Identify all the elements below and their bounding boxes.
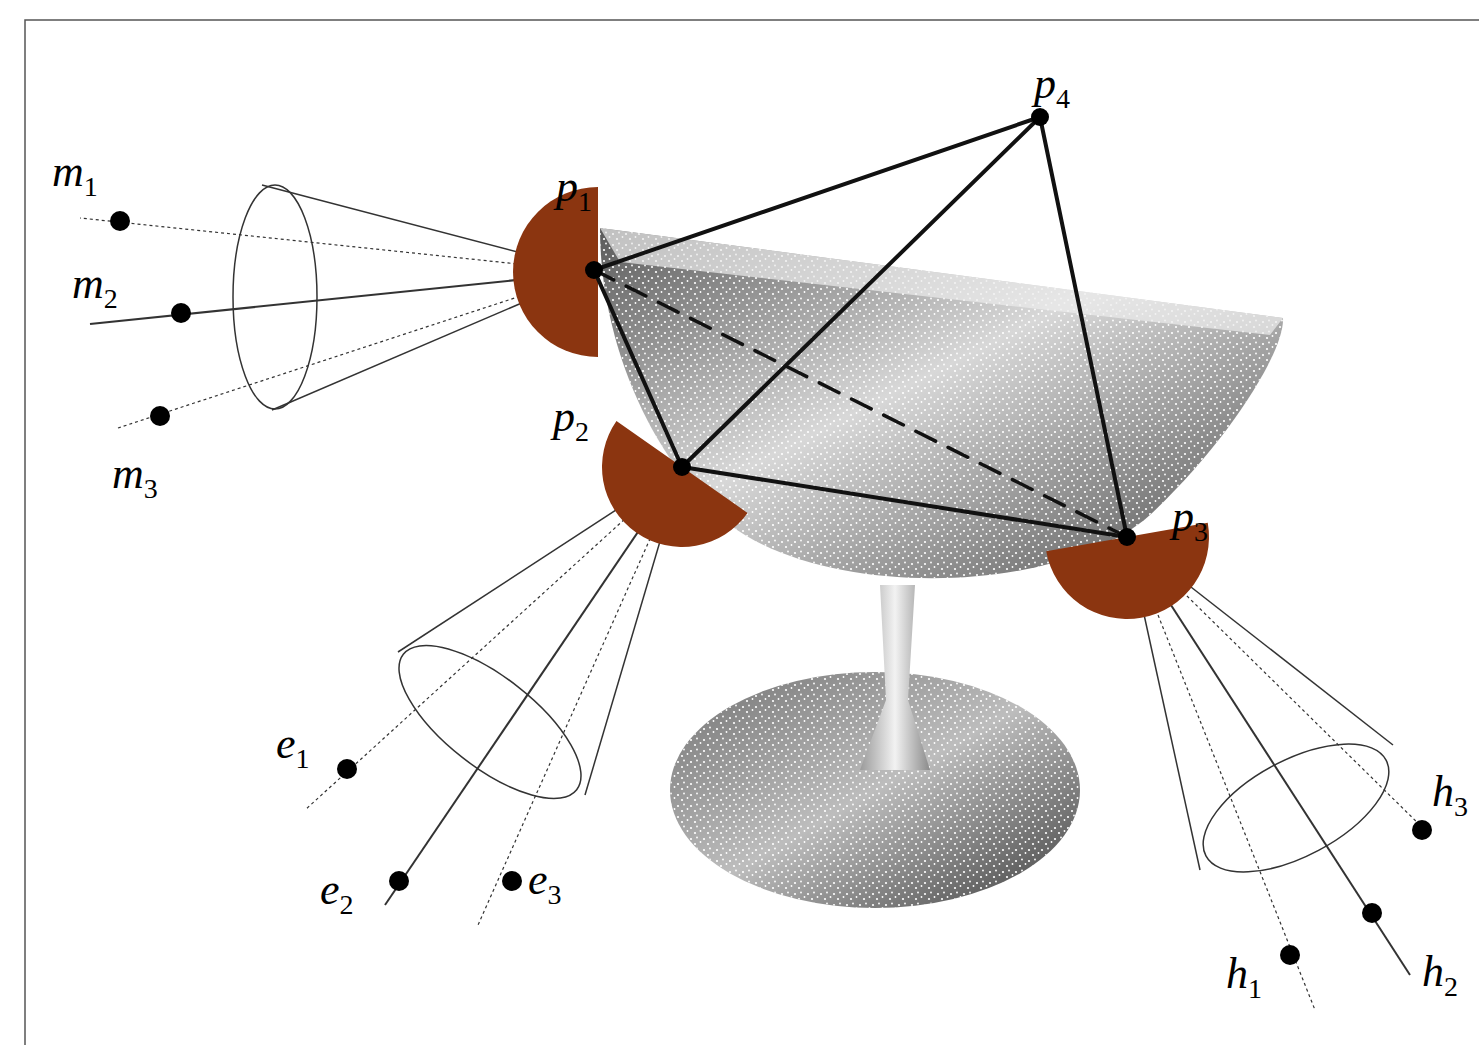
point-label: p3	[1172, 495, 1208, 539]
point-label: m3	[112, 452, 158, 496]
wrench-point	[110, 211, 130, 231]
point-label: h2	[1422, 950, 1458, 994]
cone-base	[1183, 718, 1408, 899]
contact-point	[585, 261, 603, 279]
point-label: e2	[320, 868, 354, 912]
goblet-stem	[860, 585, 930, 770]
wrench-point	[389, 871, 409, 891]
wrench-point	[150, 406, 170, 426]
point-label: h3	[1432, 770, 1468, 814]
goblet-rim	[600, 228, 1283, 335]
tetra-edge	[682, 117, 1040, 467]
gripper	[571, 421, 748, 578]
cone-base	[233, 185, 317, 409]
tetra-edge	[682, 467, 1127, 537]
tetra-edge	[594, 270, 682, 467]
contact-point	[673, 458, 691, 476]
tetrahedron	[594, 117, 1127, 537]
point-label: e1	[276, 722, 310, 766]
tetra-edge	[1040, 117, 1127, 537]
point-cloud	[670, 672, 1080, 908]
point-label: m1	[52, 150, 98, 194]
wrench-point	[1280, 945, 1300, 965]
wrench-point	[502, 871, 522, 891]
goblet-base	[670, 672, 1080, 908]
wrench-point	[1412, 820, 1432, 840]
friction-cones	[80, 185, 1428, 1010]
cone-base	[376, 619, 605, 825]
tetra-edge	[594, 117, 1040, 270]
wrench-point	[337, 759, 357, 779]
point-label: p1	[556, 165, 592, 209]
vertex-point	[1031, 108, 1049, 126]
point-label: e3	[528, 858, 562, 902]
point-label: p4	[1034, 62, 1070, 106]
frame	[25, 20, 1479, 1045]
point-label: m2	[72, 262, 118, 306]
hidden-edge	[594, 270, 1127, 537]
contact-point	[1118, 528, 1136, 546]
point-label: h1	[1226, 952, 1262, 996]
points	[110, 108, 1432, 965]
wrench-point	[1362, 903, 1382, 923]
point-label: p2	[553, 395, 589, 439]
wrench-point	[171, 303, 191, 323]
